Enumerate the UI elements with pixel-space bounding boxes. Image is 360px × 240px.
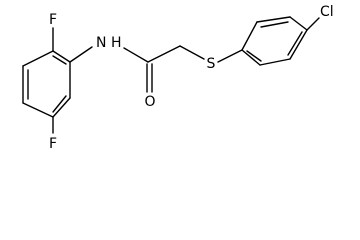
difluorophenyl-ring — [22, 50, 71, 118]
bond-c-cl — [306, 17, 320, 31]
fluorine-top-label: F — [49, 12, 57, 28]
bond-c-n — [69, 46, 93, 63]
chlorine-label: Cl — [320, 4, 334, 20]
double-bond-inner — [287, 31, 303, 56]
bond — [259, 58, 291, 66]
bond-c-ch2 — [147, 45, 181, 63]
bond — [52, 97, 71, 118]
bond-ch2-s — [179, 45, 205, 60]
bond — [22, 50, 54, 67]
bond — [289, 29, 308, 60]
amide-nitrogen-label: N — [96, 35, 106, 51]
bond — [289, 16, 308, 31]
chemical-structure: F F N H O S Cl — [22, 4, 334, 152]
bond-s-c — [217, 49, 243, 63]
double-bond-inner — [52, 55, 67, 65]
carbonyl-oxygen-label: O — [144, 94, 155, 110]
bond — [52, 50, 71, 63]
bond — [241, 21, 258, 51]
chlorophenyl-ring — [241, 16, 308, 66]
amide-hydrogen-label: H — [111, 35, 122, 51]
bond — [256, 16, 291, 23]
double-bond-inner — [260, 21, 289, 28]
bond — [22, 102, 54, 118]
double-bond-inner — [246, 50, 262, 62]
fluorine-bottom-label: F — [49, 136, 57, 152]
bond — [241, 49, 261, 66]
thioether-sulfur-label: S — [207, 56, 216, 72]
double-bond-inner — [52, 95, 67, 113]
bond-n-c — [123, 47, 149, 63]
